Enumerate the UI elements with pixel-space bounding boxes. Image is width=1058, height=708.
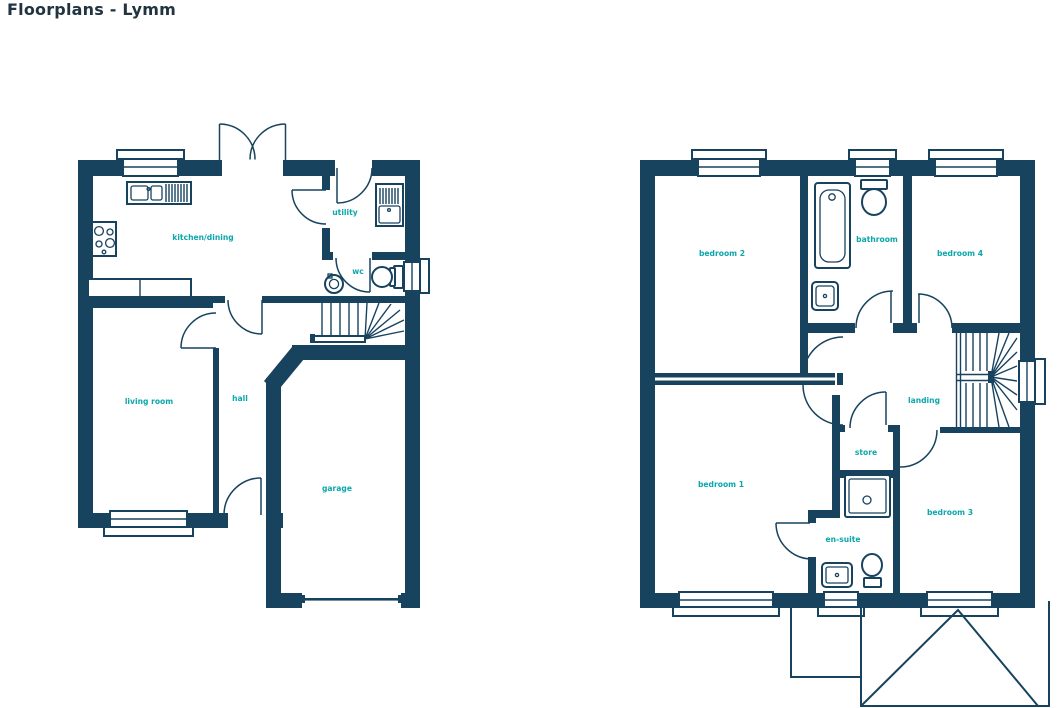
french-doors <box>215 123 290 176</box>
ensuite-window <box>817 591 865 617</box>
room-label-bedroom3: bedroom 3 <box>927 508 973 517</box>
ensuite-basin <box>821 562 853 588</box>
wc-toilet <box>371 265 404 289</box>
room-label-utility: utility <box>332 208 357 217</box>
kitchen-units <box>87 278 192 298</box>
ground-floor-plan: kitchen/dining utility wc living room ha… <box>78 123 430 608</box>
utility-back-door <box>336 167 373 204</box>
room-label-bedroom4: bedroom 4 <box>937 249 983 258</box>
room-label-bedroom1: bedroom 1 <box>698 480 744 489</box>
room-label-garage: garage <box>322 484 352 493</box>
kitchen-window <box>116 149 185 177</box>
bedroom3-door <box>899 429 938 468</box>
walls <box>78 160 420 608</box>
bedroom2-door <box>802 336 844 378</box>
ensuite-toilet <box>861 553 883 588</box>
kitchen-sink <box>126 181 192 205</box>
bedroom4-door <box>917 293 953 329</box>
room-label-bathroom: bathroom <box>856 235 898 244</box>
bathroom-basin <box>811 281 839 311</box>
hob <box>91 221 117 257</box>
front-door <box>223 477 262 516</box>
staircase <box>955 332 1018 428</box>
landing-window <box>1018 358 1046 405</box>
bathroom-toilet <box>860 179 888 216</box>
wc-door <box>335 257 371 293</box>
bath <box>814 182 851 269</box>
bedroom1-door <box>802 384 844 426</box>
wc-basin <box>324 273 344 294</box>
garage-door <box>302 595 401 603</box>
wc-window <box>403 258 430 294</box>
living-room-window <box>103 510 194 537</box>
room-label-kitchen-dining: kitchen/dining <box>172 233 233 242</box>
room-label-landing: landing <box>908 396 940 405</box>
bathroom-door <box>855 290 894 329</box>
utility-sink <box>375 183 404 227</box>
store-door <box>849 391 887 429</box>
room-label-store: store <box>855 448 877 457</box>
room-label-ensuite: en-suite <box>825 535 860 544</box>
shower <box>844 474 891 518</box>
staircase <box>310 302 405 343</box>
room-label-wc: wc <box>352 267 364 276</box>
roof-outline <box>790 601 1050 707</box>
page-title: Floorplans - Lymm <box>7 0 177 19</box>
room-label-hall: hall <box>232 394 248 403</box>
room-label-living-room: living room <box>125 397 173 406</box>
bedroom2-window <box>691 149 767 177</box>
kitchen-utility-door <box>291 189 327 225</box>
kitchen-hall-door <box>227 299 263 335</box>
bathroom-window <box>848 149 897 177</box>
living-room-door <box>180 312 217 349</box>
ensuite-door <box>775 522 813 560</box>
room-label-bedroom2: bedroom 2 <box>699 249 745 258</box>
first-floor-plan: bedroom 2 bathroom bedroom 4 landing sto… <box>640 149 1050 707</box>
bedroom1-window <box>672 591 780 617</box>
bedroom4-window <box>928 149 1004 177</box>
